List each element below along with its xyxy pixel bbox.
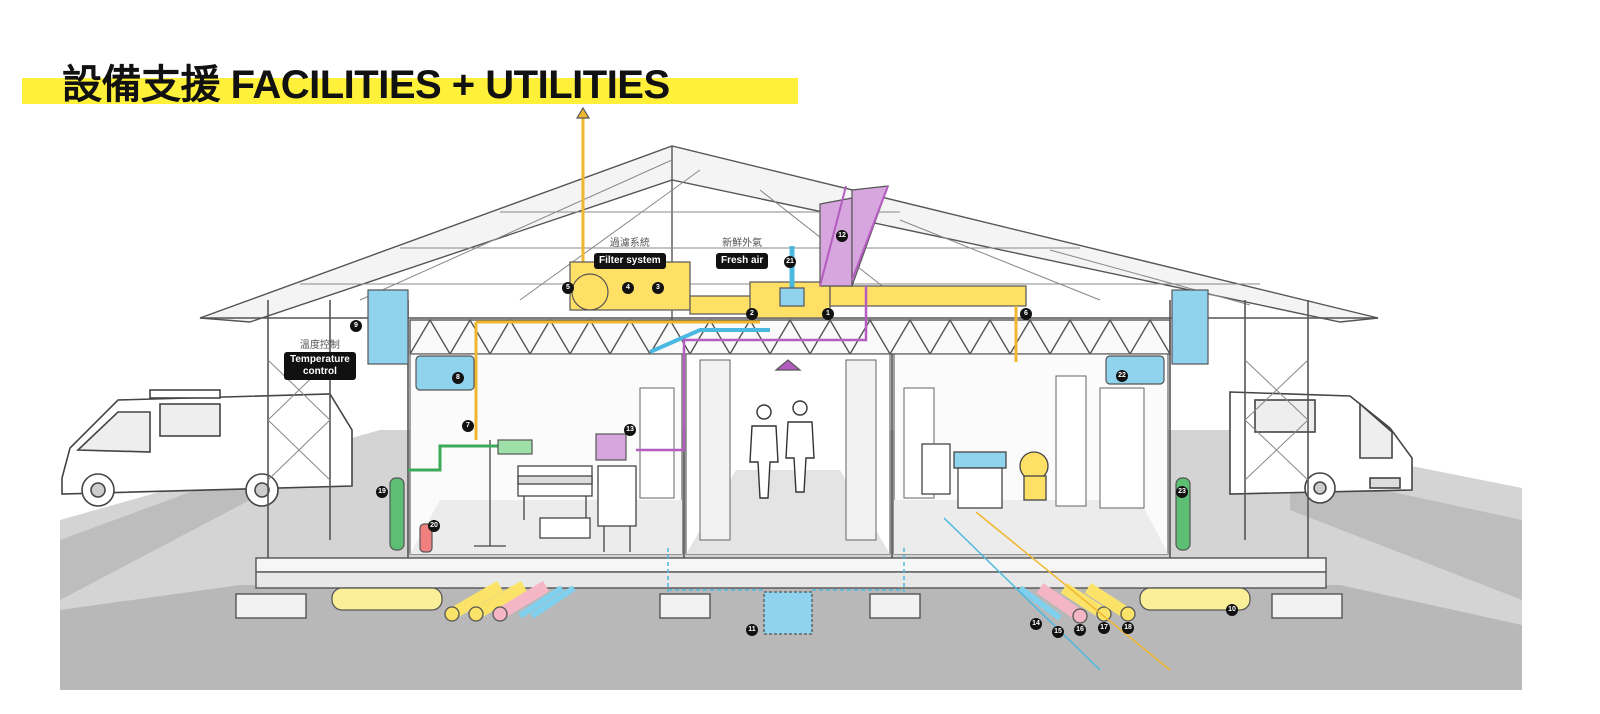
fresh-air-label-zh: 新鮮外氣: [722, 238, 763, 249]
marker-2: 2: [746, 308, 758, 320]
marker-16: 16: [1074, 624, 1086, 636]
marker-18: 18: [1122, 622, 1134, 634]
title-block: 設備支援 FACILITIES + UTILITIES: [22, 52, 798, 108]
exhaust-ducts: [595, 185, 889, 461]
marker-11: 11: [746, 624, 758, 636]
temperature-control-label-en: Temperature control: [284, 352, 356, 380]
marker-14: 14: [1030, 618, 1042, 630]
title-chinese: 設備支援: [62, 62, 221, 108]
marker-6: 6: [1020, 308, 1032, 320]
corridor-partitions: [639, 359, 1145, 541]
marker-3: 3: [652, 282, 664, 294]
oxygen-lines: [389, 439, 1191, 553]
fresh-air-label: 新鮮外氣 Fresh air: [716, 238, 769, 269]
truss-beam: [409, 318, 1171, 356]
marker-22: 22: [1116, 370, 1128, 382]
fresh-air-label-en: Fresh air: [716, 253, 769, 269]
marker-1: 1: [822, 308, 834, 320]
marker-7: 7: [462, 420, 474, 432]
marker-13: 13: [624, 424, 636, 436]
temperature-control-line2: control: [302, 366, 337, 377]
underground-tanks: [331, 587, 1251, 635]
room-right-floor: [894, 500, 1168, 554]
marker-9: 9: [350, 320, 362, 332]
marker-4: 4: [622, 282, 634, 294]
staff-figures: [749, 400, 815, 499]
marker-17: 17: [1098, 622, 1110, 634]
floor-platform: [235, 557, 1343, 619]
marker-12: 12: [836, 230, 848, 242]
fresh-air-ducts: [367, 246, 1209, 391]
marker-8: 8: [452, 372, 464, 384]
corridor-floor: [686, 470, 890, 554]
marker-19: 19: [376, 486, 388, 498]
utility-pipes-left: [444, 580, 576, 622]
temperature-control-line1: Temperature: [290, 354, 350, 365]
patient-bed: [474, 440, 637, 552]
road-left: [60, 470, 250, 600]
ambulance-right: [1229, 391, 1413, 504]
filter-system-label-en: Filter system: [594, 253, 666, 269]
filter-system-label: 過濾系統 Filter system: [594, 238, 666, 269]
marker-10: 10: [1226, 604, 1238, 616]
title-highlight-bar: [22, 78, 798, 104]
marker-5: 5: [562, 282, 574, 294]
temperature-control-label-zh: 溫度控制: [299, 340, 340, 351]
marker-21: 21: [784, 256, 796, 268]
title-english: FACILITIES + UTILITIES: [230, 63, 671, 107]
filter-system-label-zh: 過濾系統: [609, 238, 650, 249]
ground-shadow: [60, 585, 1522, 690]
drain-lines: [667, 548, 905, 592]
marker-23: 23: [1176, 486, 1188, 498]
road-right: [1290, 470, 1522, 600]
marker-20: 20: [428, 520, 440, 532]
page-title: 設備支援 FACILITIES + UTILITIES: [62, 52, 670, 110]
filter-duct-system: [474, 106, 1027, 440]
bathroom-fixtures: [921, 443, 1049, 509]
marker-15: 15: [1052, 626, 1064, 638]
utility-pipes-right: [943, 511, 1171, 671]
temperature-control-label: 溫度控制 Temperature control: [284, 340, 356, 380]
